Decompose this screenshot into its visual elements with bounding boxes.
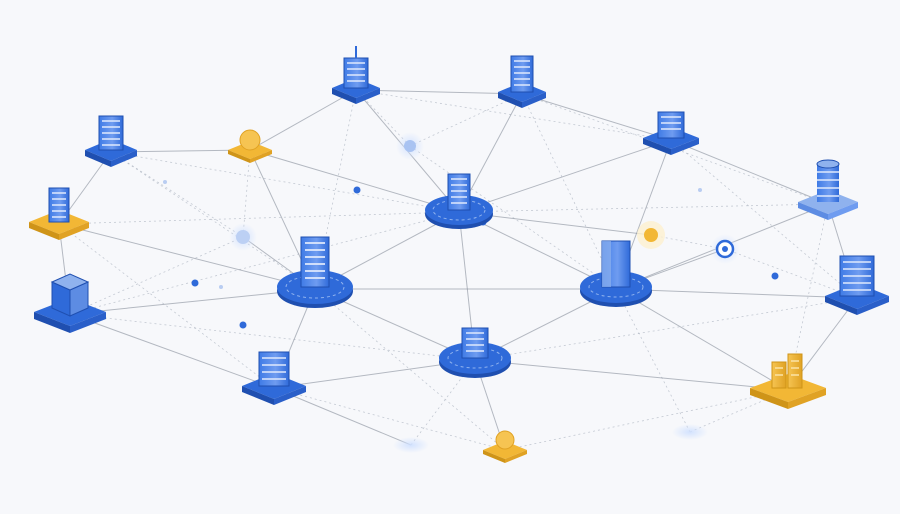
building-top-right[interactable] bbox=[498, 55, 546, 108]
connection-line bbox=[670, 139, 829, 205]
office-building-icon bbox=[510, 55, 534, 93]
sphere-icon bbox=[495, 430, 515, 450]
faint-node-bottom-right bbox=[672, 424, 708, 440]
connection-line bbox=[249, 89, 357, 151]
building-lower-left[interactable] bbox=[242, 351, 306, 405]
connection-line bbox=[787, 203, 829, 391]
connection-line bbox=[504, 389, 789, 451]
connection-line bbox=[69, 211, 460, 315]
hub-bottom[interactable] bbox=[439, 327, 511, 378]
connection-line bbox=[58, 211, 460, 225]
building-upper-left[interactable] bbox=[85, 115, 137, 167]
sphere-bottom[interactable] bbox=[483, 430, 527, 463]
relay-dot bbox=[219, 285, 223, 289]
hub-left[interactable] bbox=[277, 236, 353, 308]
building-right[interactable] bbox=[825, 255, 889, 315]
relay-dot bbox=[191, 279, 199, 287]
connection-line bbox=[110, 151, 460, 213]
relay-dot bbox=[239, 321, 247, 329]
connection-line bbox=[615, 288, 691, 433]
relay-dot bbox=[353, 186, 361, 194]
office-building-icon bbox=[48, 187, 70, 223]
connection-line bbox=[670, 139, 858, 299]
connection-line bbox=[355, 89, 523, 95]
office-building-icon bbox=[839, 255, 875, 297]
relay-dot bbox=[698, 188, 702, 192]
office-building-icon bbox=[461, 327, 489, 359]
office-building-icon bbox=[657, 111, 685, 139]
connection-line bbox=[314, 288, 506, 451]
connection-line bbox=[69, 236, 244, 315]
connection-line bbox=[474, 359, 789, 391]
gold-dot-right bbox=[637, 221, 665, 249]
office-building-icon bbox=[258, 351, 290, 387]
office-building-icon bbox=[343, 46, 369, 89]
connection-line bbox=[521, 93, 617, 290]
hub-center[interactable] bbox=[425, 173, 493, 229]
office-building-icon bbox=[601, 240, 631, 288]
connection-line bbox=[314, 89, 357, 290]
sphere-top[interactable] bbox=[228, 129, 272, 163]
building-upper-right[interactable] bbox=[643, 111, 699, 155]
connection-line bbox=[409, 145, 617, 290]
building-far-right[interactable] bbox=[798, 159, 858, 220]
connection-line bbox=[273, 387, 506, 451]
connection-line bbox=[58, 223, 316, 290]
office-building-icon bbox=[98, 115, 124, 151]
connection-line bbox=[69, 313, 275, 389]
connection-line bbox=[521, 93, 672, 141]
warehouse-icon bbox=[50, 273, 90, 317]
round-tower-icon bbox=[816, 159, 840, 202]
connection-line bbox=[110, 151, 244, 238]
connection-line bbox=[458, 203, 829, 213]
connection-lines bbox=[58, 89, 858, 451]
building-lower-right[interactable] bbox=[750, 353, 826, 409]
building-left[interactable] bbox=[34, 273, 106, 333]
building-top-left[interactable] bbox=[332, 46, 380, 104]
relay-dot bbox=[771, 272, 779, 280]
connection-line bbox=[249, 149, 460, 213]
connection-line bbox=[58, 223, 275, 389]
office-building-icon bbox=[300, 236, 330, 288]
relay-dot bbox=[163, 180, 167, 184]
ring-right[interactable] bbox=[710, 234, 740, 264]
connection-line bbox=[273, 387, 412, 446]
connection-line bbox=[355, 89, 672, 141]
connection-line bbox=[724, 248, 858, 299]
connection-line bbox=[458, 139, 672, 213]
sphere-icon bbox=[239, 129, 261, 151]
connection-line bbox=[615, 288, 858, 299]
factory-icon bbox=[771, 353, 803, 389]
connection-line bbox=[69, 288, 316, 315]
connection-line bbox=[615, 288, 789, 391]
building-far-left[interactable] bbox=[29, 187, 89, 240]
office-building-icon bbox=[447, 173, 471, 211]
faint-node-left bbox=[229, 223, 257, 251]
connection-line bbox=[409, 93, 523, 147]
connection-line bbox=[521, 93, 829, 205]
connection-line bbox=[474, 297, 858, 361]
hub-right[interactable] bbox=[580, 240, 652, 307]
connection-line bbox=[110, 151, 316, 290]
faint-node-top bbox=[396, 132, 424, 160]
faint-node-bottom-left bbox=[393, 437, 429, 453]
